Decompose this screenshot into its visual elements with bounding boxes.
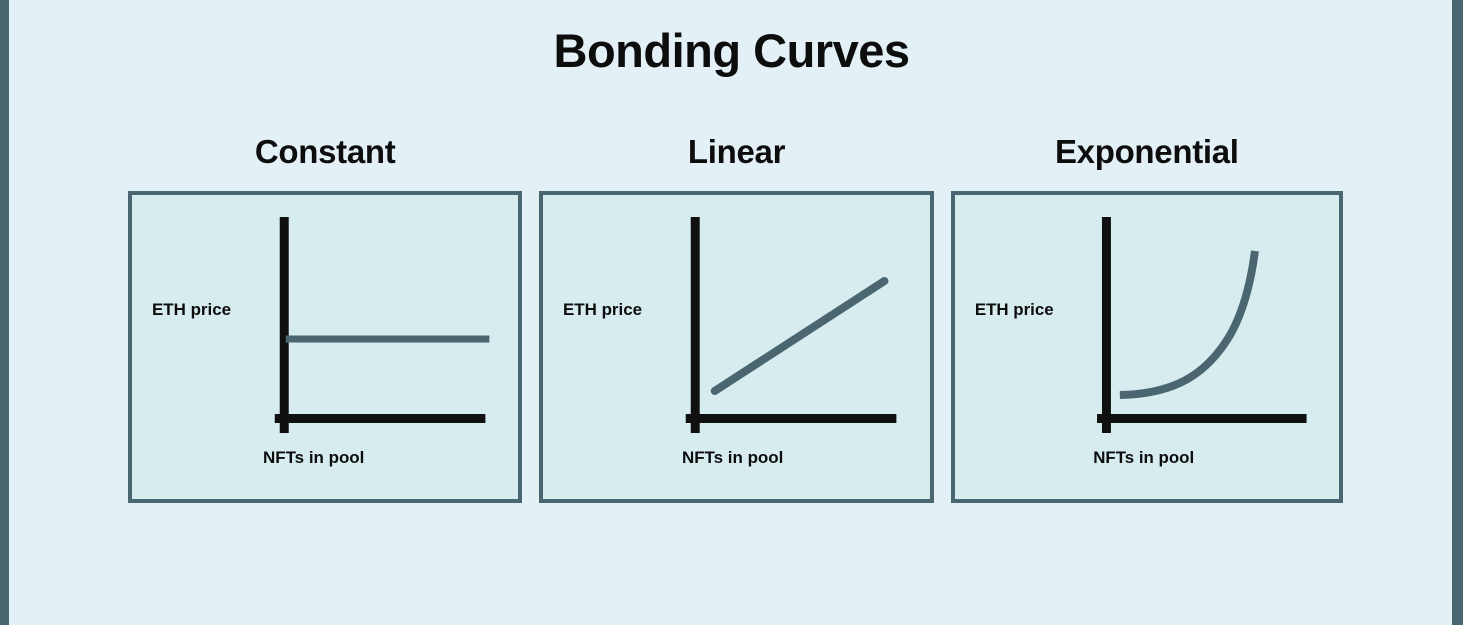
y-axis [691,217,701,433]
chart-exponential: ETH price NFTs in pool [975,217,1307,467]
y-axis-label-linear: ETH price [563,300,642,319]
x-axis-label-exponential: NFTs in pool [1093,448,1194,467]
curve-linear [711,277,889,395]
right-edge-bar [1452,0,1463,625]
y-axis-label-exponential: ETH price [975,300,1054,319]
curve-exponential [1119,250,1259,399]
x-axis [1096,414,1307,423]
panel-heading-constant: Constant [254,133,396,170]
chart-box-linear: ETH price NFTs in pool [539,191,934,503]
y-axis-label-constant: ETH price [152,300,231,319]
y-axis [1101,217,1111,433]
x-axis [274,414,486,423]
panel-heading-exponential: Exponential [1054,133,1239,170]
x-axis-label-linear: NFTs in pool [682,448,783,467]
panel-heading-linear: Linear [687,133,786,170]
chart-constant: ETH price NFTs in pool [152,217,490,467]
chart-linear: ETH price NFTs in pool [563,217,897,467]
y-axis [279,217,289,433]
page-title: Bonding Curves [553,24,910,77]
x-axis [686,414,897,423]
chart-box-exponential: ETH price NFTs in pool [950,191,1343,503]
panel-exponential: Exponential ETH price NFTs in pool [950,133,1343,503]
x-axis-label-constant: NFTs in pool [263,448,364,467]
chart-box-constant: ETH price NFTs in pool [128,191,523,503]
panels-row: Constant ETH price NFTs in pool Linear [128,135,1343,503]
panel-linear: Linear ETH price NFTs in pool [539,133,934,503]
left-edge-bar [0,0,9,625]
panel-constant: Constant ETH price NFTs in pool [128,133,523,503]
